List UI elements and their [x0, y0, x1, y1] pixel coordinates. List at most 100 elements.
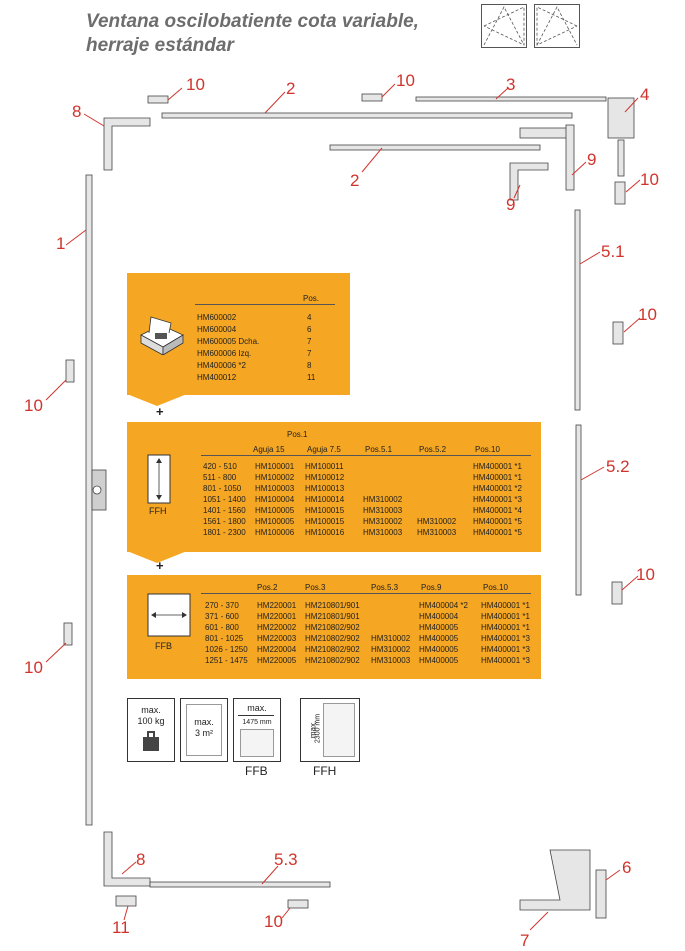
part-code-cell: HM310003	[417, 528, 457, 537]
part-code-cell: HM400004	[419, 612, 459, 621]
size-range: 801 - 1025	[205, 634, 244, 643]
basic-code: HM400012	[197, 373, 237, 382]
part-code-cell: HM220001	[257, 612, 297, 621]
part-4-top-hinge	[607, 97, 635, 139]
max-area-value: 3 m²	[195, 728, 213, 738]
ffb-panel: FFB Pos.2 Pos.3 Pos.5.3 Pos.9 Pos.10 270…	[127, 575, 541, 679]
part-9-corner-right	[565, 124, 575, 191]
basic-pos-header: Pos.	[303, 294, 320, 303]
window-right-symbol	[536, 6, 578, 46]
basic-code: HM600004	[197, 325, 237, 334]
part-5-3-extension	[149, 881, 331, 888]
ffh-col-header: Pos.10	[475, 445, 500, 454]
basic-header-rule	[195, 304, 335, 305]
callout-7: 7	[520, 931, 530, 950]
callout-10: 10	[186, 75, 205, 94]
ffh-col-header: Aguja 15	[253, 445, 285, 454]
size-range: 420 - 510	[203, 462, 237, 471]
part-code-cell: HM400001 *5	[473, 528, 522, 537]
basic-code: HM400006 *2	[197, 361, 246, 370]
callout-3: 3	[506, 75, 516, 94]
part-code-cell: HM400001 *4	[473, 506, 522, 515]
part-code-cell: HM310002	[363, 517, 403, 526]
max-weight-top: max.	[141, 705, 161, 715]
part-code-cell: HM400001 *1	[481, 623, 530, 632]
part-code-cell: HM400001 *3	[481, 645, 530, 654]
callout-11: 11	[112, 918, 130, 937]
part-code-cell: HM210802/902	[305, 656, 360, 665]
ffb-col-header: Pos.10	[483, 583, 508, 592]
ffh-header-rule	[201, 455, 531, 456]
part-code-cell: HM210801/901	[305, 612, 360, 621]
size-range: 270 - 370	[205, 601, 239, 610]
part-10-keep-d	[63, 622, 73, 646]
part-code-cell: HM310002	[417, 517, 457, 526]
part-code-cell: HM100004	[255, 495, 295, 504]
ffb-col-header: Pos.2	[257, 583, 278, 592]
part-8-corner-drive-top	[103, 117, 151, 171]
size-range: 371 - 600	[205, 612, 239, 621]
part-code-cell: HM100016	[305, 528, 345, 537]
max-ffh-value: 2300 mm	[314, 713, 322, 744]
part-code-cell: HM210802/902	[305, 634, 360, 643]
max-weight-box: max. 100 kg	[127, 698, 175, 762]
ffh-col-header: Aguja 7.5	[307, 445, 341, 454]
callout-9: 9	[587, 150, 597, 169]
callout-10: 10	[396, 71, 415, 90]
size-range: 1401 - 1560	[203, 506, 246, 515]
part-code-cell: HM400005	[419, 623, 459, 632]
part-code-cell: HM310003	[371, 656, 411, 665]
weight-icon	[143, 731, 159, 751]
size-range: 1801 - 2300	[203, 528, 246, 537]
max-area-box: max. 3 m²	[180, 698, 228, 762]
part-code-cell: HM400001 *1	[481, 612, 530, 621]
callout-8: 8	[136, 850, 146, 869]
callout-5-2: 5.2	[606, 457, 630, 476]
callout-9: 9	[506, 195, 516, 214]
ffb-col-header: Pos.5.3	[371, 583, 399, 592]
part-code-cell: HM100014	[305, 495, 345, 504]
callout-10: 10	[640, 170, 659, 189]
basic-pos: 7	[307, 349, 312, 358]
part-code-cell: HM220004	[257, 645, 297, 654]
part-6-corner-hinge	[595, 869, 607, 919]
max-weight-value: 100 kg	[137, 716, 165, 726]
size-range: 801 - 1050	[203, 484, 242, 493]
basic-code: HM600005 Dcha.	[197, 337, 260, 346]
size-range: 1251 - 1475	[205, 656, 248, 665]
part-code-cell: HM400005	[419, 656, 459, 665]
part-code-cell: HM310002	[371, 645, 411, 654]
basic-pos: 6	[307, 325, 312, 334]
part-10-keep-c	[65, 359, 75, 383]
callout-2: 2	[286, 79, 296, 98]
title-line-1: Ventana oscilobatiente cota variable,	[86, 11, 419, 32]
part-5-2-extension	[575, 424, 582, 596]
ffb-label: FFB	[155, 641, 172, 651]
part-code-cell: HM100002	[255, 473, 295, 482]
panel-arrow-2	[127, 551, 187, 563]
part-code-cell: HM310003	[363, 528, 403, 537]
callout-4: 4	[640, 85, 650, 104]
callout-10: 10	[264, 912, 283, 931]
callout-10: 10	[24, 658, 43, 677]
part-code-cell: HM100005	[255, 517, 295, 526]
part-code-cell: HM400001 *3	[481, 656, 530, 665]
window-left-symbol	[483, 6, 525, 46]
part-code-cell: HM310002	[363, 495, 403, 504]
tilt-turn-right-window-icon	[534, 4, 580, 48]
tilt-turn-left-window-icon	[481, 4, 527, 48]
part-code-cell: HM400001 *5	[473, 517, 522, 526]
size-range: 1561 - 1800	[203, 517, 246, 526]
size-range: 511 - 800	[203, 473, 237, 482]
part-code-cell: HM100006	[255, 528, 295, 537]
ffh-panel: FFH Pos.1 Aguja 15 Aguja 7.5 Pos.5.1 Pos…	[127, 422, 541, 552]
part-4-pin	[617, 139, 625, 177]
part-10-keep-a	[147, 95, 169, 104]
part-7-bottom-hinge	[519, 849, 591, 911]
part-1-espagnolette	[85, 174, 93, 826]
basic-code: HM600006 Izq.	[197, 349, 252, 358]
part-2-lower-bar	[329, 144, 541, 151]
part-code-cell: HM400005	[419, 645, 459, 654]
basic-pos: 11	[307, 373, 316, 382]
part-10-keep-e	[614, 181, 626, 205]
